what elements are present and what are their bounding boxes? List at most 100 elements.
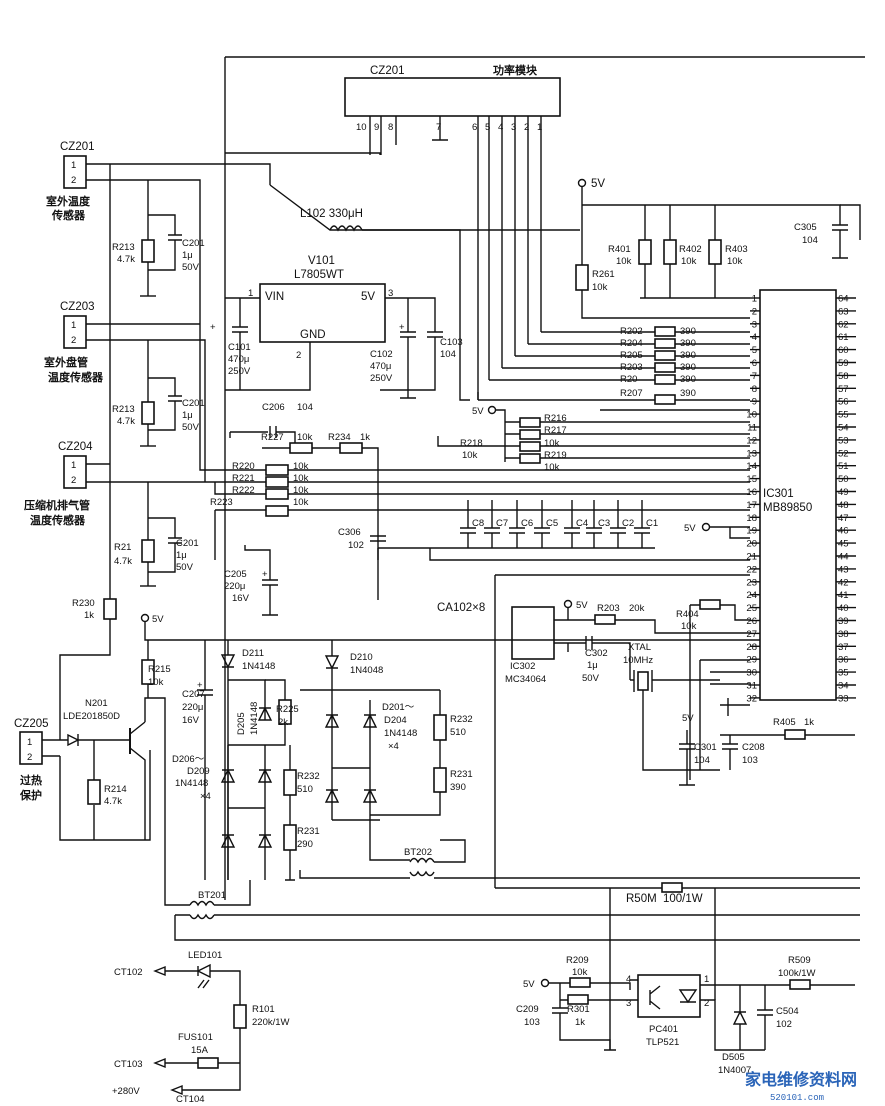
svg-text:+: + bbox=[210, 322, 216, 333]
svg-text:5V: 5V bbox=[684, 523, 696, 534]
ic301-left-pin-number: 15 bbox=[746, 474, 757, 485]
ic301-left-pin-number: 25 bbox=[746, 603, 757, 614]
ic301-right-pin-number: 54 bbox=[838, 423, 849, 434]
ic301-right-pin-number: 48 bbox=[838, 500, 849, 511]
svg-text:R509: R509 bbox=[788, 955, 811, 966]
ic301-left-pins: 1234567891011121314151617181920212223242… bbox=[746, 294, 760, 704]
svg-text:R301: R301 bbox=[567, 1004, 590, 1015]
svg-text:×4: ×4 bbox=[388, 741, 399, 752]
resistor-r404: R404 10k bbox=[676, 599, 750, 780]
svg-text:R216: R216 bbox=[544, 413, 567, 424]
ic301-left-pin-number: 26 bbox=[746, 616, 757, 627]
ic301-right-pin-number: 45 bbox=[838, 539, 849, 550]
ic301-left-pin-number: 6 bbox=[752, 358, 757, 369]
bank-capacitor bbox=[610, 500, 626, 548]
svg-text:传感器: 传感器 bbox=[51, 208, 86, 222]
svg-text:1μ: 1μ bbox=[587, 660, 598, 671]
resistor-r101: R101 220k/1W bbox=[233, 1004, 290, 1029]
svg-text:R218: R218 bbox=[460, 438, 483, 449]
svg-text:R219: R219 bbox=[544, 450, 567, 461]
svg-text:R231: R231 bbox=[450, 769, 473, 780]
connector-cz201: CZ201 1 2 室外温度 传感器 bbox=[46, 141, 95, 222]
svg-text:PC401: PC401 bbox=[649, 1024, 678, 1035]
svg-text:保护: 保护 bbox=[19, 788, 42, 802]
ic301-right-pin-number: 44 bbox=[838, 552, 849, 563]
sensor-filter-2: R213 4.7k C201 1μ 50V bbox=[112, 377, 205, 447]
sensor-filter-1: R213 4.7k C201 1μ 50V bbox=[112, 214, 205, 297]
svg-text:4.7k: 4.7k bbox=[114, 556, 132, 567]
svg-text:R215: R215 bbox=[148, 664, 171, 675]
r230-path: R230 1k bbox=[42, 598, 151, 841]
crystal-xtal: XTAL 10MHz bbox=[623, 642, 750, 771]
diode-d210: D210 1N4048 bbox=[300, 640, 440, 691]
ic301: IC301 MB89850 12345678910111213141516171… bbox=[746, 289, 856, 704]
connector-cz205: CZ205 1 2 过热 保护 bbox=[14, 718, 49, 802]
svg-text:4: 4 bbox=[626, 974, 631, 985]
svg-text:R220: R220 bbox=[232, 461, 255, 472]
bank-capacitor bbox=[534, 500, 550, 548]
svg-text:压缩机排气管: 压缩机排气管 bbox=[24, 498, 90, 512]
svg-text:R232: R232 bbox=[297, 771, 320, 782]
svg-text:1k: 1k bbox=[84, 610, 94, 621]
svg-text:×4: ×4 bbox=[200, 791, 211, 802]
svg-text:390: 390 bbox=[680, 326, 696, 337]
svg-text:102: 102 bbox=[348, 540, 364, 551]
svg-text:10k: 10k bbox=[293, 485, 309, 496]
svg-text:CT103: CT103 bbox=[114, 1059, 143, 1070]
svg-text:1N4148: 1N4148 bbox=[249, 702, 260, 735]
svg-text:2: 2 bbox=[71, 475, 76, 486]
svg-text:CZ201: CZ201 bbox=[60, 141, 95, 153]
resistor-bank-r216: 5V R216 R217 10k R218 10k R219 10k bbox=[437, 405, 750, 473]
svg-text:C101: C101 bbox=[228, 342, 251, 353]
caps-c301-c208: 5V C301 104 C208 103 R405 1k bbox=[679, 713, 855, 786]
svg-text:220μ: 220μ bbox=[224, 581, 245, 592]
svg-text:BT202: BT202 bbox=[404, 847, 432, 858]
svg-text:4: 4 bbox=[498, 122, 503, 133]
svg-text:温度传感器: 温度传感器 bbox=[30, 513, 86, 527]
svg-text:1μ: 1μ bbox=[182, 250, 193, 261]
ic301-left-pin-number: 29 bbox=[746, 655, 757, 666]
svg-text:390: 390 bbox=[680, 350, 696, 361]
svg-text:R101: R101 bbox=[252, 1004, 275, 1015]
ic301-right-pin-number: 52 bbox=[838, 448, 849, 459]
svg-text:10k: 10k bbox=[297, 432, 313, 443]
ic301-left-pin-number: 11 bbox=[747, 423, 757, 434]
svg-text:5V: 5V bbox=[472, 406, 484, 417]
svg-text:1: 1 bbox=[71, 160, 76, 171]
svg-text:104: 104 bbox=[802, 235, 818, 246]
bank-capacitor-label: C7 bbox=[496, 518, 508, 529]
watermark: 家电维修资料网 520101.com bbox=[745, 1070, 857, 1103]
svg-text:C302: C302 bbox=[585, 648, 608, 659]
ic301-left-pin-number: 8 bbox=[752, 384, 757, 395]
ic301-right-pin-number: 53 bbox=[838, 435, 849, 446]
svg-text:D505: D505 bbox=[722, 1052, 745, 1063]
svg-text:10k: 10k bbox=[592, 282, 608, 293]
ic301-left-pin-number: 22 bbox=[746, 564, 757, 575]
svg-text:390: 390 bbox=[680, 338, 696, 349]
svg-text:C305: C305 bbox=[794, 222, 817, 233]
svg-text:1N4148: 1N4148 bbox=[384, 728, 417, 739]
diode-d211: D211 1N4148 bbox=[220, 640, 275, 880]
svg-text:R20: R20 bbox=[620, 374, 637, 385]
svg-text:温度传感器: 温度传感器 bbox=[48, 370, 104, 384]
svg-text:9: 9 bbox=[374, 122, 379, 133]
ic301-right-pin-number: 61 bbox=[838, 332, 849, 343]
svg-text:102: 102 bbox=[776, 1019, 792, 1030]
svg-text:D201～: D201～ bbox=[382, 702, 415, 713]
svg-text:16V: 16V bbox=[182, 715, 200, 726]
svg-text:10k: 10k bbox=[148, 677, 164, 688]
ic301-right-pin-number: 37 bbox=[838, 642, 849, 653]
svg-text:390: 390 bbox=[680, 388, 696, 399]
svg-text:C205: C205 bbox=[224, 569, 247, 580]
cz201-top-pin-numbers: 10 9 8 7 6 5 4 3 2 1 bbox=[356, 122, 542, 133]
ic301-right-pin-number: 34 bbox=[838, 681, 849, 692]
svg-text:1N4007: 1N4007 bbox=[718, 1065, 751, 1076]
transformer-bt202: BT202 bbox=[299, 839, 860, 879]
svg-text:VIN: VIN bbox=[265, 291, 284, 303]
svg-text:家电维修资料网: 家电维修资料网 bbox=[745, 1070, 857, 1089]
ct-terminals: CT102 CT103 +280V CT104 bbox=[112, 965, 241, 1105]
svg-text:C103: C103 bbox=[440, 337, 463, 348]
svg-text:10k: 10k bbox=[462, 450, 478, 461]
svg-text:7: 7 bbox=[436, 122, 441, 133]
